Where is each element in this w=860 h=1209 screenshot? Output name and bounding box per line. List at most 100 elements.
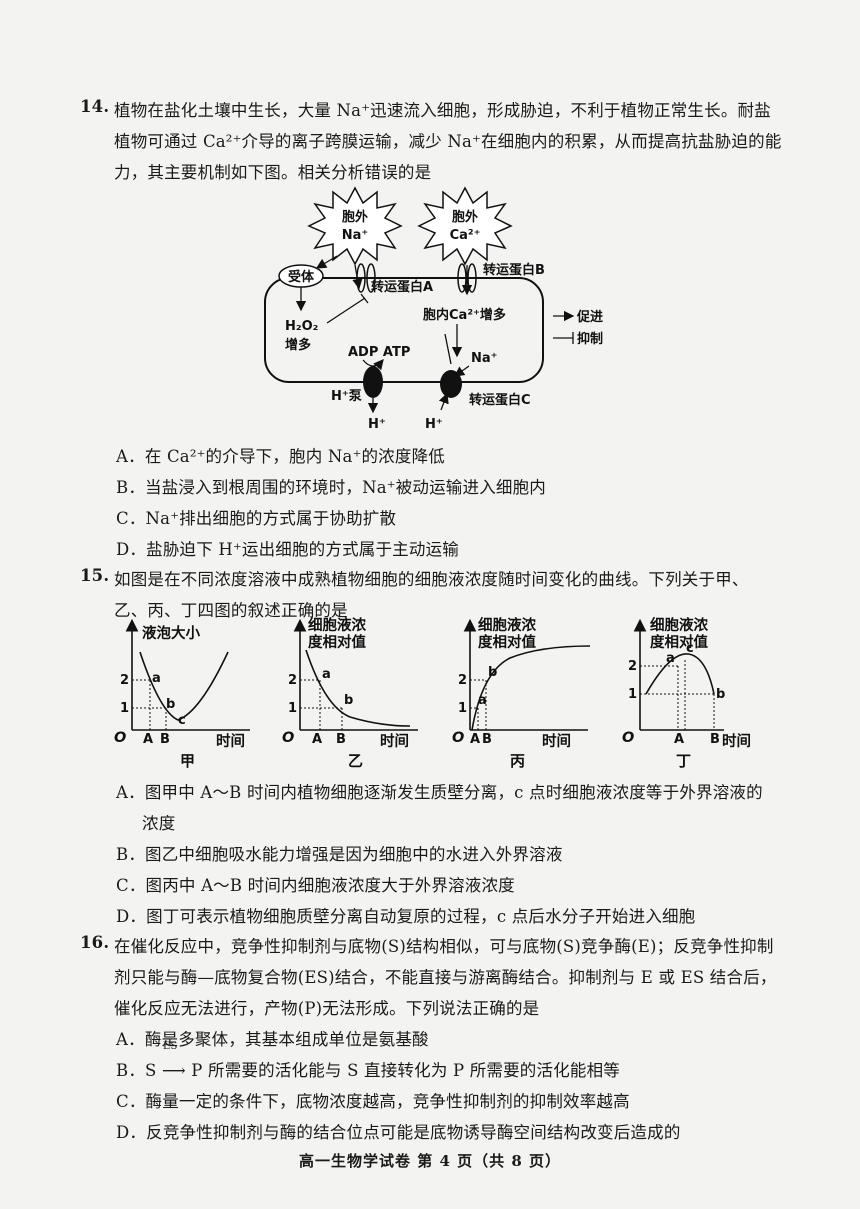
q16-option-c: C．酶量一定的条件下，底物浓度越高，竞争性抑制剂的抑制效率越高	[116, 1092, 630, 1111]
q14-option-b: B．当盐浸入到根周围的环境时，Na⁺被动运输进入细胞内	[116, 478, 547, 497]
graph-bing: 细胞液浓 度相对值 O 2 1 b a A B 时间 丙	[452, 616, 591, 770]
graph-ding-tick-2: 2	[628, 659, 637, 674]
h-pump-label: H⁺泵	[331, 389, 362, 404]
graph-ding-xlabel: 时间	[722, 732, 751, 750]
graph-ding-point-a: a	[666, 651, 675, 666]
q14-stem-line-1: 植物在盐化土壤中生长，大量 Na⁺迅速流入细胞，形成胁迫，不利于植物正常生长。耐…	[114, 101, 771, 120]
h-plus-label-2: H⁺	[425, 417, 443, 432]
graph-yi-caption: 乙	[348, 752, 363, 770]
graph-yi-ylabel-1: 细胞液浓	[308, 616, 366, 634]
graph-ding: 细胞液浓 度相对值 O 2 1 a c b A B 时间 丁	[622, 616, 751, 770]
q14-option-d: D．盐胁迫下 H⁺运出细胞的方式属于主动运输	[116, 540, 459, 559]
graph-bing-tick-1: 1	[458, 701, 467, 716]
q14-diagram: 胞外 Na⁺ 胞外 Ca²⁺ 受体 转运蛋白A 转运蛋白B H₂O₂ 增多	[264, 186, 603, 432]
graph-jia-tick-b: B	[160, 732, 170, 747]
ca-in-label: 胞内Ca²⁺增多	[422, 307, 506, 323]
graph-ding-point-b: b	[716, 687, 725, 702]
h2o2-label: H₂O₂	[285, 319, 318, 334]
graph-jia-tick-1: 1	[120, 701, 129, 716]
protein-b-label: 转运蛋白B	[483, 262, 545, 278]
cell-membrane	[264, 277, 544, 383]
graph-jia-xlabel: 时间	[216, 732, 245, 750]
graph-jia: 液泡大小 O 2 1 a b c A B 时间 甲	[114, 618, 250, 770]
graph-ding-origin: O	[622, 730, 634, 746]
graph-jia-point-c: c	[178, 713, 186, 728]
q15-option-a: A．图甲中 A～B 时间内植物细胞逐渐发生质壁分离，c 点时细胞液浓度等于外界溶…	[116, 783, 763, 802]
q16-option-b: B．S ⟶ P 所需要的活化能与 S 直接转化为 P 所需要的活化能相等	[116, 1061, 621, 1080]
na-out-label-2: Na⁺	[342, 228, 369, 243]
q16-stem-line-2: 剂只能与酶—底物复合物(ES)结合，不能直接与游离酶结合。抑制剂与 E 或 ES…	[114, 968, 777, 987]
q15-stem-line-2: 乙、丙、丁四图的叙述正确的是	[114, 601, 348, 620]
q15-number: 15.	[80, 566, 110, 585]
graph-bing-tick-2: 2	[458, 673, 467, 688]
graph-bing-point-b: b	[488, 665, 497, 680]
q15-stem-line-1: 如图是在不同浓度溶液中成熟植物细胞的细胞液浓度随时间变化的曲线。下列关于甲、	[114, 570, 749, 589]
graph-yi: 细胞液浓 度相对值 O 2 1 a b A B 时间 乙	[282, 616, 418, 770]
graph-jia-tick-a: A	[143, 732, 153, 747]
graph-ding-point-c: c	[686, 641, 694, 656]
q15-option-a-cont: 浓度	[142, 814, 176, 833]
q15-option-c: C．图丙中 A～B 时间内细胞液浓度大于外界溶液浓度	[116, 876, 515, 895]
starburst-na-out	[307, 186, 403, 266]
ca-out-label-2: Ca²⁺	[450, 228, 481, 243]
q14-stem-line-3: 力，其主要机制如下图。相关分析错误的是	[114, 163, 432, 182]
legend-promote-label: 促进	[576, 309, 603, 325]
q16-stem-line-3: 催化反应无法进行，产物(P)无法形成。下列说法正确的是	[114, 999, 540, 1018]
graph-yi-xlabel: 时间	[380, 732, 409, 750]
graph-bing-ylabel-2: 度相对值	[478, 633, 536, 651]
protein-a-label: 转运蛋白A	[371, 279, 433, 295]
graph-bing-xlabel: 时间	[542, 732, 571, 750]
graph-ding-tick-b: B	[710, 732, 720, 747]
graph-bing-caption: 丙	[510, 752, 525, 770]
graph-ding-ylabel-2: 度相对值	[650, 633, 708, 651]
protein-c-label: 转运蛋白C	[469, 392, 531, 408]
graph-jia-tick-2: 2	[120, 673, 129, 688]
q15-option-d: D．图丁可表示植物细胞质壁分离自动复原的过程，c 点后水分子开始进入细胞	[116, 907, 696, 926]
graph-jia-origin: O	[114, 730, 126, 746]
graph-bing-tick-b: B	[482, 732, 492, 747]
h2o2-increase-label: 增多	[285, 337, 311, 353]
q16-stem-line-1: 在催化反应中，竞争性抑制剂与底物(S)结构相似，可与底物(S)竞争酶(E)；反竞…	[114, 937, 774, 956]
q16-arrow-label: ES	[163, 1041, 178, 1052]
graph-bing-tick-a: A	[470, 732, 480, 747]
graph-jia-point-a: a	[152, 671, 161, 686]
graph-yi-point-b: b	[344, 693, 353, 708]
q15-graphs: 液泡大小 O 2 1 a b c A B 时间 甲 细胞液浓 度相对值 O 2 …	[114, 616, 751, 770]
graph-jia-caption: 甲	[180, 752, 195, 770]
graph-yi-tick-2: 2	[288, 673, 297, 688]
graph-bing-origin: O	[452, 730, 464, 746]
starburst-ca-out	[417, 186, 513, 266]
q14-option-a: A．在 Ca²⁺的介导下，胞内 Na⁺的浓度降低	[116, 447, 445, 466]
legend-inhibit-label: 抑制	[577, 331, 603, 347]
graph-yi-ylabel-2: 度相对值	[308, 633, 366, 651]
graph-ding-caption: 丁	[676, 752, 691, 770]
graph-ding-ylabel-1: 细胞液浓	[650, 616, 708, 634]
receptor-label: 受体	[288, 269, 315, 285]
graph-jia-point-b: b	[166, 697, 175, 712]
h-pump-shape	[363, 366, 383, 398]
q16-option-a: A．酶是多聚体，其基本组成单位是氨基酸	[116, 1030, 429, 1049]
graph-yi-tick-b: B	[336, 732, 346, 747]
h-plus-label-1: H⁺	[368, 417, 386, 432]
graph-jia-ylabel: 液泡大小	[142, 624, 200, 642]
graph-yi-origin: O	[282, 730, 294, 746]
ca-out-label-1: 胞外	[451, 209, 478, 225]
q16-option-d: D．反竞争性抑制剂与酶的结合位点可能是底物诱导酶空间结构改变后造成的	[116, 1123, 681, 1142]
q14-number: 14.	[80, 97, 110, 116]
graph-bing-point-a: a	[478, 693, 487, 708]
page-footer: 高一生物学试卷 第 4 页（共 8 页）	[299, 1152, 561, 1170]
transport-protein-c	[440, 370, 462, 398]
graph-ding-tick-1: 1	[628, 687, 637, 702]
na-in-label: Na⁺	[471, 351, 498, 366]
graph-bing-ylabel-1: 细胞液浓	[478, 616, 536, 634]
graph-yi-tick-1: 1	[288, 701, 297, 716]
graph-yi-tick-a: A	[312, 732, 322, 747]
na-out-label-1: 胞外	[341, 209, 368, 225]
q14-option-c: C．Na⁺排出细胞的方式属于协助扩散	[116, 509, 397, 528]
adp-atp-label: ADP ATP	[348, 345, 410, 360]
q16-number: 16.	[80, 933, 110, 952]
graph-ding-tick-a: A	[674, 732, 684, 747]
q14-stem-line-2: 植物可通过 Ca²⁺介导的离子跨膜运输，减少 Na⁺在细胞内的积累，从而提高抗盐…	[114, 132, 782, 151]
graph-yi-point-a: a	[322, 667, 331, 682]
